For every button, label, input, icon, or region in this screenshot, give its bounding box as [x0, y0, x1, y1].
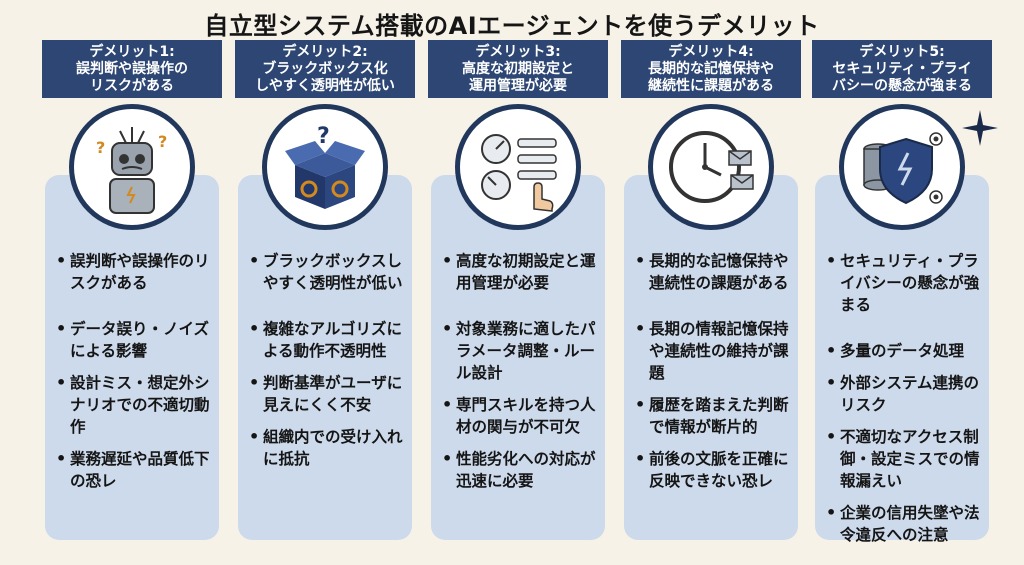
demerit-title-line: ブラックボックス化: [262, 61, 388, 77]
demerit-title-line: 運用管理が必要: [469, 78, 567, 94]
list-item: 専門スキルを持つ人材の関与が不可欠: [442, 394, 600, 438]
demerit-header: デメリット4: 長期的な記憶保持や 継続性に課題がある: [621, 40, 801, 98]
demerit-bullet-list: 高度な初期設定と運用管理が必要 対象業務に適したパラメータ調整・ルール設計 専門…: [442, 250, 600, 502]
demerit-column-1: デメリット1: 誤判断や誤操作の リスクがある ? ? 誤判断や誤操作のリスクが…: [42, 40, 222, 540]
demerit-column-3: デメリット3: 高度な初期設定と 運用管理が必要 高度な初期設定と運用管理が必要…: [428, 40, 608, 540]
list-item: 性能劣化への対応が迅速に必要: [442, 448, 600, 492]
list-item: 履歴を踏まえた判断で情報が断片的: [635, 394, 793, 438]
list-item: 誤判断や誤操作のリスクがある: [56, 250, 214, 294]
demerit-column-4: デメリット4: 長期的な記憶保持や 継続性に課題がある 長期的な記憶保持や連続性…: [621, 40, 801, 540]
demerit-bullet-list: 誤判断や誤操作のリスクがある データ誤り・ノイズによる影響 設計ミス・想定外シナ…: [56, 250, 214, 502]
svg-text:?: ?: [317, 124, 330, 149]
demerit-title-line: 長期的な記憶保持や: [648, 61, 774, 77]
list-item: セキュリティ・プライバシーの懸念が強まる: [826, 250, 984, 316]
list-item: 設計ミス・想定外シナリオでの不適切動作: [56, 372, 214, 438]
demerit-header: デメリット5: セキュリティ・プライ バシーの懸念が強まる: [812, 40, 992, 98]
list-item: 組織内での受け入れに抵抗: [249, 426, 407, 470]
shield-database-icon: [839, 104, 965, 230]
demerit-number: デメリット4:: [668, 44, 754, 60]
black-box-gears-icon: ?: [262, 104, 388, 230]
demerit-bullet-list: セキュリティ・プライバシーの懸念が強まる 多量のデータ処理 外部システム連携のリ…: [826, 250, 984, 556]
demerit-title-line: 継続性に課題がある: [648, 78, 774, 94]
demerit-number: デメリット1:: [89, 44, 175, 60]
demerit-bullet-list: ブラックボックスしやすく透明性が低い 複雑なアルゴリズによる動作不透明性 判断基…: [249, 250, 407, 480]
clock-mail-icon: [648, 104, 774, 230]
list-item: 不適切なアクセス制御・設定ミスでの情報漏えい: [826, 426, 984, 492]
demerit-title-line: バシーの懸念が強まる: [832, 78, 972, 94]
list-item: 長期の情報記憶保持や連続性の維持が課題: [635, 318, 793, 384]
demerit-number: デメリット5:: [859, 44, 945, 60]
list-item: 多量のデータ処理: [826, 340, 984, 362]
demerit-header: デメリット3: 高度な初期設定と 運用管理が必要: [428, 40, 608, 98]
demerit-header: デメリット2: ブラックボックス化 しやすく透明性が低い: [235, 40, 415, 98]
svg-text:?: ?: [96, 138, 105, 157]
gauges-settings-icon: [455, 104, 581, 230]
list-item: 複雑なアルゴリズによる動作不透明性: [249, 318, 407, 362]
list-item: 対象業務に適したパラメータ調整・ルール設計: [442, 318, 600, 384]
confused-robot-icon: ? ?: [69, 104, 195, 230]
list-item: 長期的な記憶保持や連続性の課題がある: [635, 250, 793, 294]
demerit-title-line: 高度な初期設定と: [462, 61, 574, 77]
demerit-title-line: しやすく透明性が低い: [255, 78, 395, 94]
page-title: 自立型システム搭載のAIエージェントを使うデメリット: [204, 12, 820, 40]
list-item: ブラックボックスしやすく透明性が低い: [249, 250, 407, 294]
demerit-column-2: デメリット2: ブラックボックス化 しやすく透明性が低い ? ブラックボックスし…: [235, 40, 415, 540]
demerit-title-line: リスクがある: [90, 78, 174, 94]
svg-text:?: ?: [158, 132, 167, 151]
list-item: 外部システム連携のリスク: [826, 372, 984, 416]
list-item: 業務遅延や品質低下の恐レ: [56, 448, 214, 492]
list-item: 判断基準がユーザに見えにくく不安: [249, 372, 407, 416]
demerit-header: デメリット1: 誤判断や誤操作の リスクがある: [42, 40, 222, 98]
demerit-column-5: デメリット5: セキュリティ・プライ バシーの懸念が強まる セキュリティ・プライ…: [812, 40, 992, 544]
demerit-title-line: 誤判断や誤操作の: [76, 61, 188, 77]
demerit-bullet-list: 長期的な記憶保持や連続性の課題がある 長期の情報記憶保持や連続性の維持が課題 履…: [635, 250, 793, 502]
demerit-number: デメリット3:: [475, 44, 561, 60]
demerit-title-line: セキュリティ・プライ: [832, 61, 972, 77]
list-item: 前後の文脈を正確に反映できない恐レ: [635, 448, 793, 492]
list-item: 高度な初期設定と運用管理が必要: [442, 250, 600, 294]
sparkle-icon: [962, 110, 998, 146]
demerit-number: デメリット2:: [282, 44, 368, 60]
list-item: 企業の信用失墜や法令違反への注意: [826, 502, 984, 546]
list-item: データ誤り・ノイズによる影響: [56, 318, 214, 362]
